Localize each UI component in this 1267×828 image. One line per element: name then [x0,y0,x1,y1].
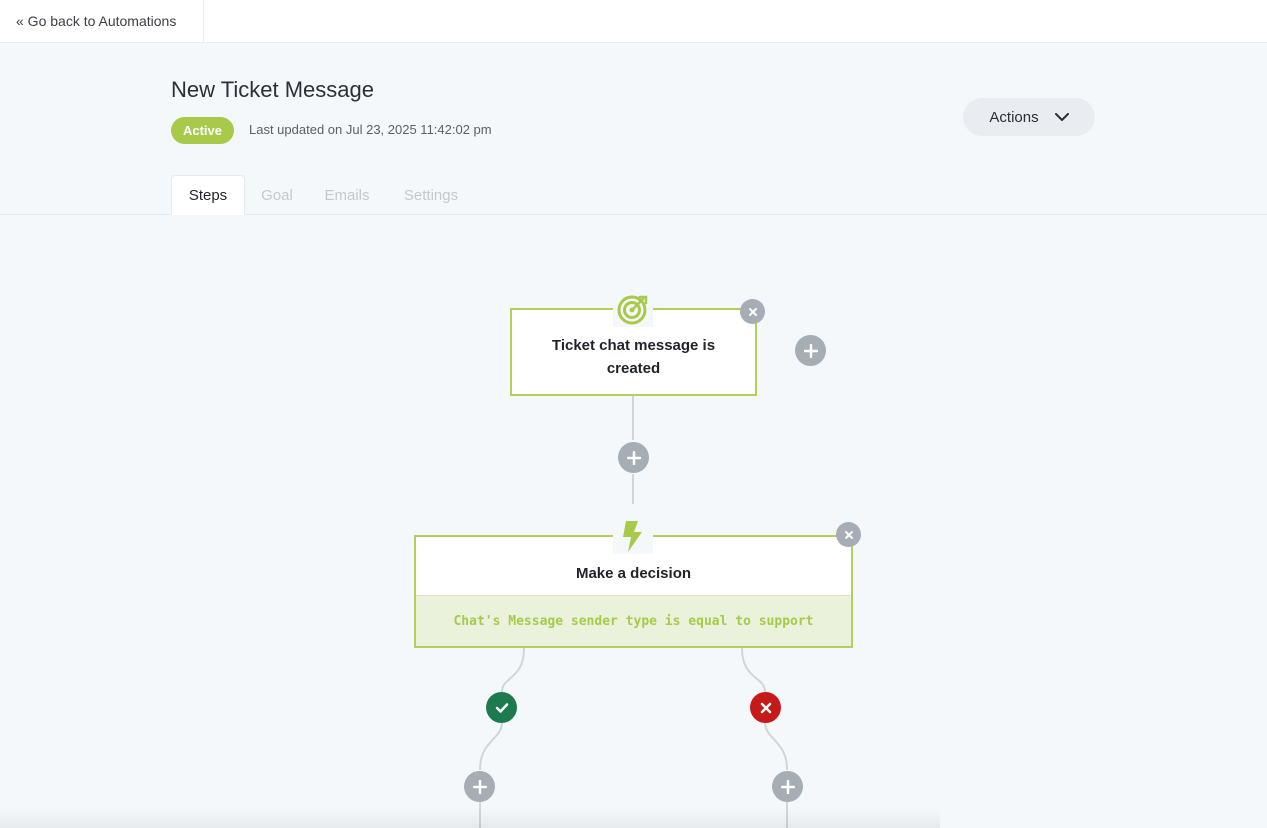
status-badge: Active [171,117,234,144]
actions-label: Actions [989,108,1039,126]
remove-decision-button[interactable] [836,522,861,547]
plus-icon [626,450,641,465]
yes-branch-marker [486,692,517,723]
plus-icon [803,343,818,358]
trigger-title-line1: Ticket chat message is [551,337,716,354]
last-updated-text: Last updated on Jul 23, 2025 11:42:02 pm [249,122,492,137]
lightning-icon [613,518,653,554]
remove-trigger-button[interactable] [740,299,765,324]
decision-node[interactable]: Make a decision Chat's Message sender ty… [414,535,853,648]
top-bar: « Go back to Automations [0,0,1267,43]
page-title: New Ticket Message [171,77,374,102]
decision-condition: Chat's Message sender type is equal to s… [416,595,851,646]
bottom-panel-shadow [0,808,940,828]
trigger-title-line2: created [606,360,661,377]
plus-icon [472,779,487,794]
tab-settings[interactable]: Settings [403,186,459,204]
close-icon [748,307,757,316]
checkmark-icon [495,702,508,713]
tab-goal[interactable]: Goal [261,186,293,204]
tabs-divider [0,214,1267,215]
back-to-automations-link[interactable]: « Go back to Automations [0,0,204,42]
add-parallel-trigger-button[interactable] [795,335,826,366]
close-icon [844,530,853,539]
chevron-down-icon [1054,112,1069,121]
plus-icon [780,779,795,794]
add-no-step-button[interactable] [772,771,803,802]
add-yes-step-button[interactable] [464,771,495,802]
add-step-button[interactable] [618,442,649,473]
x-icon [760,702,771,713]
actions-dropdown-button[interactable]: Actions [963,98,1095,136]
decision-title: Make a decision [575,565,692,582]
tab-steps[interactable]: Steps [171,175,245,215]
target-icon [613,291,653,327]
tab-emails[interactable]: Emails [324,186,370,204]
no-branch-marker [750,692,781,723]
